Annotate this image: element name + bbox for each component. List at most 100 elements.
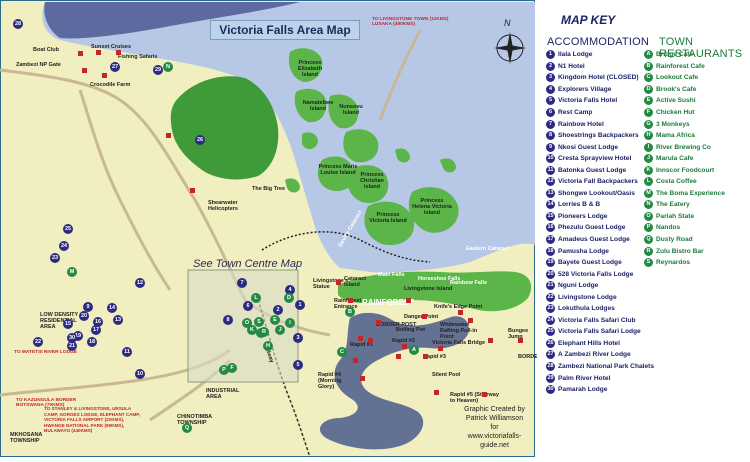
map-marker-restaurant[interactable]: O [242,318,252,328]
map-marker-accommodation[interactable]: 1 [295,300,305,310]
map-marker-accommodation[interactable]: 26 [195,135,205,145]
map-marker-accommodation[interactable]: 4 [285,285,295,295]
map-marker-accommodation[interactable]: 8 [223,315,233,325]
map-marker-restaurant[interactable]: I [285,318,295,328]
map-marker-accommodation[interactable]: 30 [67,333,77,343]
map-marker-accommodation[interactable]: 2 [273,305,283,315]
map-marker-accommodation[interactable]: 15 [63,319,73,329]
poi-marker[interactable] [488,338,493,343]
poi-marker[interactable] [468,318,473,323]
poi-marker[interactable] [458,310,463,315]
map-marker-accommodation[interactable]: 29 [153,65,163,75]
map-marker-accommodation[interactable]: 9 [83,302,93,312]
poi-marker[interactable] [406,298,411,303]
map-marker-restaurant[interactable]: C [337,347,347,357]
map-marker-restaurant[interactable]: M [67,267,77,277]
poi-marker[interactable] [518,338,523,343]
map-marker-restaurant[interactable]: S [254,317,264,327]
poi-marker[interactable] [102,73,107,78]
map-marker-accommodation[interactable]: 16 [93,317,103,327]
map-marker-accommodation[interactable]: 21 [67,341,77,351]
poi-marker[interactable] [423,354,428,359]
poi-marker[interactable] [78,51,83,56]
map-marker-restaurant[interactable]: N [163,62,173,72]
map-marker-accommodation[interactable]: 3 [293,333,303,343]
poi-marker[interactable] [402,344,407,349]
map-marker-restaurant[interactable]: E [270,315,280,325]
poi-marker[interactable] [422,314,427,319]
map-marker-restaurant[interactable]: K [247,325,257,335]
map-canvas[interactable]: Victoria Falls Area Map See Town Centre … [0,0,558,458]
map-marker-accommodation[interactable]: 17 [91,325,101,335]
map-marker-restaurant[interactable]: D [284,293,294,303]
poi-marker[interactable] [482,392,487,397]
map-marker-restaurant[interactable]: H [263,341,273,351]
map-marker-restaurant[interactable]: A [409,345,419,355]
poi-marker[interactable] [368,338,373,343]
map-marker-accommodation[interactable]: 27 [110,62,120,72]
poi-marker[interactable] [166,133,171,138]
map-marker-accommodation[interactable]: 10 [135,369,145,379]
map-marker-accommodation[interactable]: 20 [79,311,89,321]
map-marker-restaurant[interactable]: Q [182,423,192,433]
map-marker-restaurant[interactable]: P [219,365,229,375]
map-marker-accommodation[interactable]: 28 [13,19,23,29]
map-marker-accommodation[interactable]: 14 [107,303,117,313]
town-centre-label[interactable]: See Town Centre Map [193,258,303,270]
poi-marker[interactable] [116,50,121,55]
map-marker-restaurant[interactable]: R [259,327,269,337]
map-marker-accommodation[interactable]: 6 [243,301,253,311]
map-marker-accommodation[interactable]: 13 [113,315,123,325]
map-marker-accommodation[interactable]: 7 [237,278,247,288]
map-marker-restaurant[interactable]: B [345,307,355,317]
map-marker-accommodation[interactable]: 12 [135,278,145,288]
poi-marker[interactable] [348,298,353,303]
map-marker-restaurant[interactable]: L [251,293,261,303]
map-marker-accommodation[interactable]: 22 [33,337,43,347]
poi-marker[interactable] [358,336,363,341]
poi-marker[interactable] [396,354,401,359]
poi-marker[interactable] [353,358,358,363]
map-marker-accommodation[interactable]: 11 [122,347,132,357]
map-marker-restaurant[interactable]: F [227,363,237,373]
